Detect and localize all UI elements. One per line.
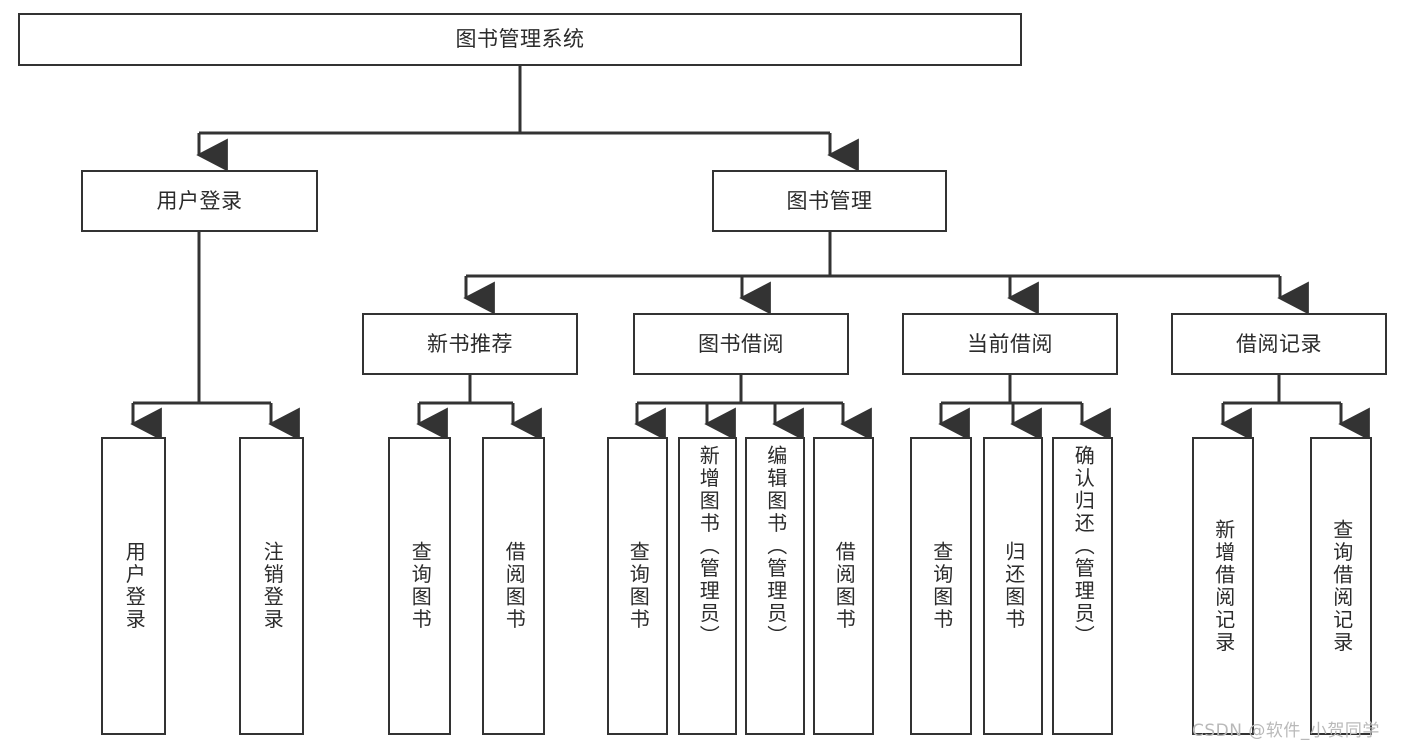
node-new-book-recommend[interactable]: 新书推荐 [362, 313, 578, 375]
leaf-return-book[interactable]: 归还图书 [983, 437, 1043, 735]
node-label: 编辑图书（管理员） [763, 445, 788, 648]
node-label: 借阅图书 [502, 541, 527, 631]
leaf-edit-book-admin[interactable]: 编辑图书（管理员） [745, 437, 805, 735]
node-label: 查询图书 [626, 541, 651, 631]
leaf-confirm-return-admin[interactable]: 确认归还（管理员） [1052, 437, 1113, 735]
leaf-query-borrow-record[interactable]: 查询借阅记录 [1310, 437, 1372, 735]
leaf-borrow-book[interactable]: 借阅图书 [813, 437, 874, 735]
node-label: 新增借阅记录 [1211, 518, 1236, 654]
node-label: 注销登录 [260, 541, 285, 631]
node-label: 新书推荐 [427, 331, 513, 356]
node-book-borrow[interactable]: 图书借阅 [633, 313, 849, 375]
node-label: 借阅图书 [832, 541, 857, 631]
node-label: 图书借阅 [698, 331, 784, 356]
leaf-query-book-recommend[interactable]: 查询图书 [388, 437, 451, 735]
node-user-login[interactable]: 用户登录 [81, 170, 318, 232]
node-label: 图书管理系统 [455, 27, 585, 52]
leaf-borrow-book-recommend[interactable]: 借阅图书 [482, 437, 545, 735]
node-label: 查询图书 [929, 541, 954, 631]
node-label: 查询图书 [408, 541, 433, 631]
leaf-user-logout[interactable]: 注销登录 [239, 437, 304, 735]
csdn-watermark: CSDN @软件_小贺同学 [1192, 721, 1380, 741]
node-label: 用户登录 [156, 188, 243, 213]
leaf-add-book-admin[interactable]: 新增图书（管理员） [678, 437, 737, 735]
node-label: 归还图书 [1001, 541, 1026, 631]
leaf-add-borrow-record[interactable]: 新增借阅记录 [1192, 437, 1254, 735]
node-label: 当前借阅 [967, 331, 1053, 356]
node-label: 查询借阅记录 [1329, 518, 1354, 654]
node-borrow-record[interactable]: 借阅记录 [1171, 313, 1387, 375]
node-label: 借阅记录 [1236, 331, 1322, 356]
node-label: 新增图书（管理员） [696, 445, 721, 648]
node-current-borrow[interactable]: 当前借阅 [902, 313, 1118, 375]
node-root[interactable]: 图书管理系统 [18, 13, 1022, 66]
leaf-query-book-borrow[interactable]: 查询图书 [607, 437, 668, 735]
node-label: 图书管理 [786, 188, 873, 213]
node-book-management[interactable]: 图书管理 [712, 170, 947, 232]
leaf-user-login[interactable]: 用户登录 [101, 437, 166, 735]
leaf-query-book-current[interactable]: 查询图书 [910, 437, 972, 735]
node-label: 用户登录 [122, 541, 147, 631]
node-label: 确认归还（管理员） [1071, 445, 1096, 648]
